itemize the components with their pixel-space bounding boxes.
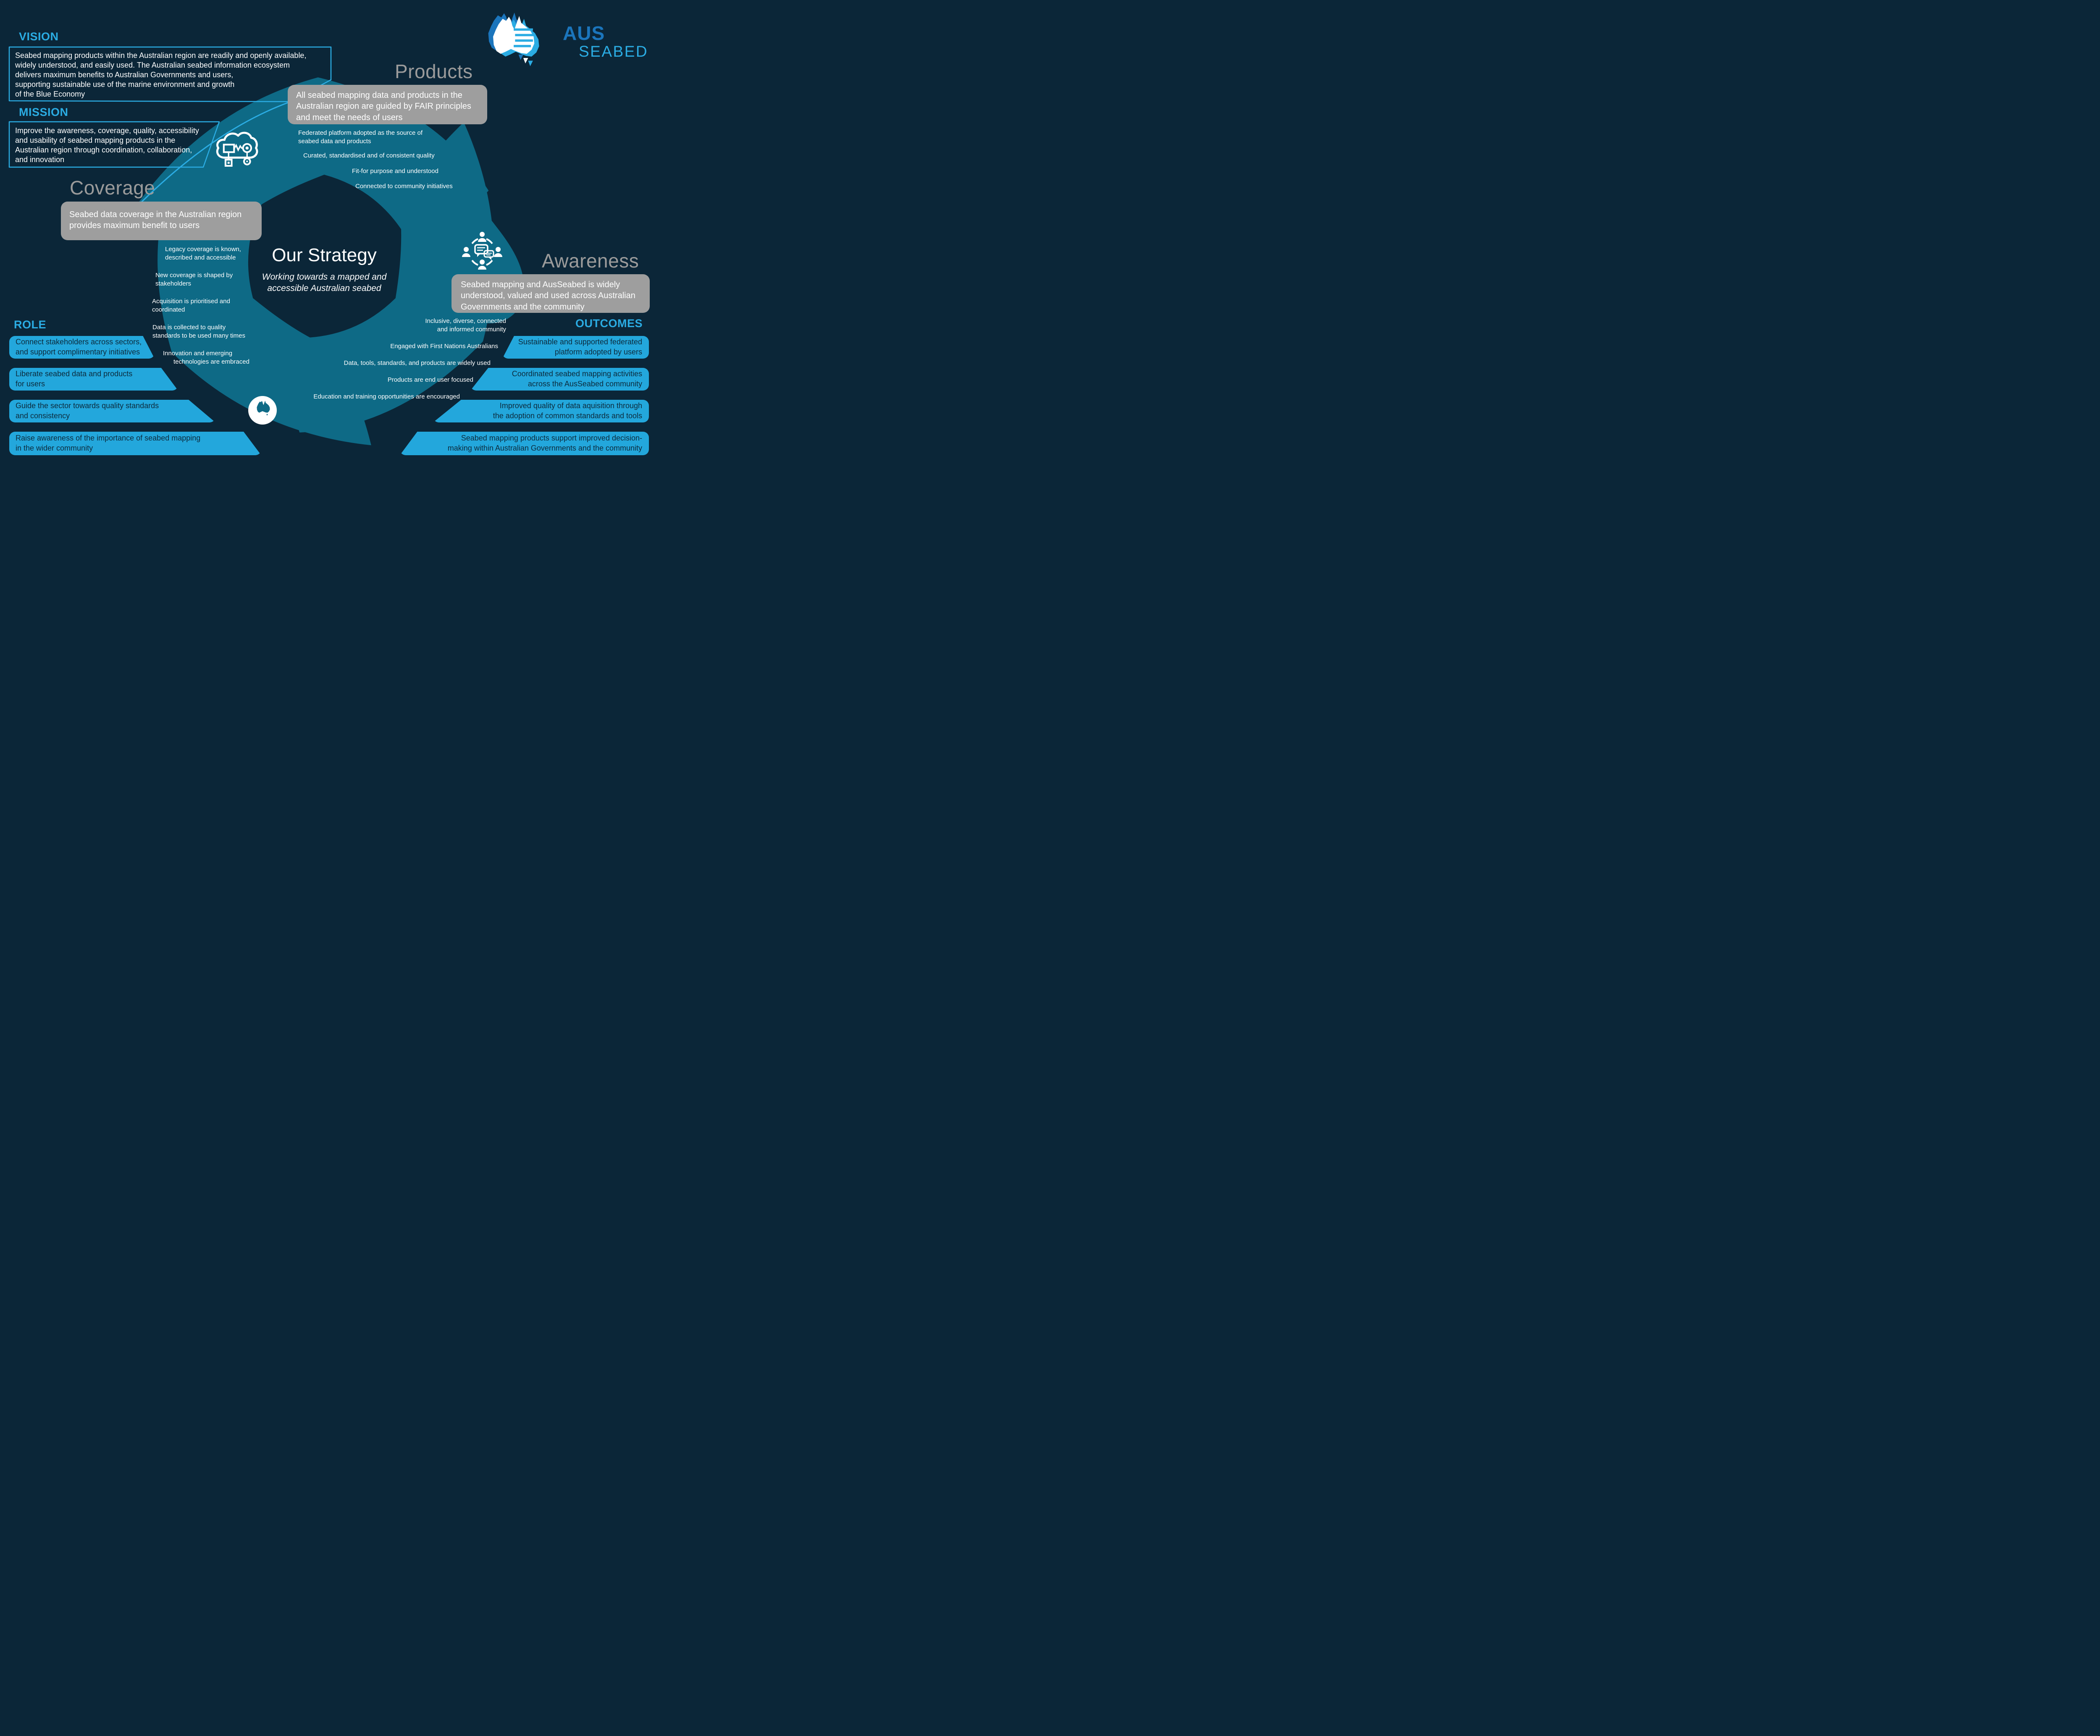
products-bullet-2: Curated, standardised and of consistent … <box>303 152 435 159</box>
products-bullet-3: Fit-for purpose and understood <box>352 168 438 175</box>
awareness-bullet-1: Inclusive, diverse, connected and inform… <box>425 317 506 333</box>
outcomes-box-3: Improved quality of data aquisition thro… <box>433 400 649 422</box>
outcomes-box-1: Sustainable and supported federated plat… <box>502 336 649 359</box>
role-box-2: Liberate seabed data and products for us… <box>9 368 178 391</box>
coverage-bullet-5: Innovation and emerging technologies are… <box>163 350 249 365</box>
awareness-heading: Awareness <box>542 250 639 272</box>
australia-map-circle-icon <box>248 396 277 425</box>
outcomes-heading: OUTCOMES <box>575 317 643 330</box>
products-summary-box: All seabed mapping data and products in … <box>288 85 487 124</box>
logo-text-aus: AUS <box>563 22 605 44</box>
role-box-3: Guide the sector towards quality standar… <box>9 400 215 422</box>
swirl-petal-right <box>291 122 494 433</box>
vision-heading: VISION <box>19 30 59 43</box>
infographic-page: Connect stakeholders across sectors, and… <box>0 0 659 465</box>
mission-heading: MISSION <box>19 106 68 118</box>
coverage-bullet-3: Acquisition is prioritised and coordinat… <box>152 298 230 313</box>
logo-text-seabed: SEABED <box>579 43 648 60</box>
logo-australia-icon <box>488 13 539 66</box>
role-box-4: Raise awareness of the importance of sea… <box>9 432 261 455</box>
center-subtitle: Working towards a mapped and accessible … <box>262 272 387 294</box>
coverage-bullet-4: Data is collected to quality standards t… <box>152 324 245 339</box>
decorative-cyan-arc <box>140 101 291 203</box>
outcomes-box-4: Seabed mapping products support improved… <box>400 432 649 455</box>
outcomes-box-2: Coordinated seabed mapping activities ac… <box>470 368 649 391</box>
products-bullet-1: Federated platform adopted as the source… <box>298 129 423 145</box>
vision-body: Seabed mapping products within the Austr… <box>15 51 307 99</box>
products-bullet-4: Connected to community initiatives <box>355 183 453 190</box>
awareness-bullet-4: Products are end user focused <box>387 376 473 383</box>
mission-box-outline <box>8 121 220 168</box>
awareness-summary-box: Seabed mapping and AusSeabed is widely u… <box>452 274 650 313</box>
products-heading: Products <box>395 60 473 82</box>
coverage-heading: Coverage <box>70 177 155 199</box>
cloud-data-network-icon <box>216 131 258 167</box>
coverage-bullet-1: Legacy coverage is known, described and … <box>165 246 241 261</box>
coverage-bullet-2: New coverage is shaped by stakeholders <box>155 272 233 287</box>
awareness-bullet-2: Engaged with First Nations Australians <box>390 343 498 350</box>
role-heading: ROLE <box>14 318 47 331</box>
coverage-summary-box: Seabed data coverage in the Australian r… <box>61 202 262 240</box>
awareness-bullet-3: Data, tools, standards, and products are… <box>344 359 491 367</box>
center-title: Our Strategy <box>272 245 377 265</box>
role-box-1: Connect stakeholders across sectors, and… <box>9 336 155 359</box>
awareness-bullet-5: Education and training opportunities are… <box>313 393 460 400</box>
community-discussion-icon <box>462 232 502 270</box>
mission-body: Improve the awareness, coverage, quality… <box>15 126 199 164</box>
